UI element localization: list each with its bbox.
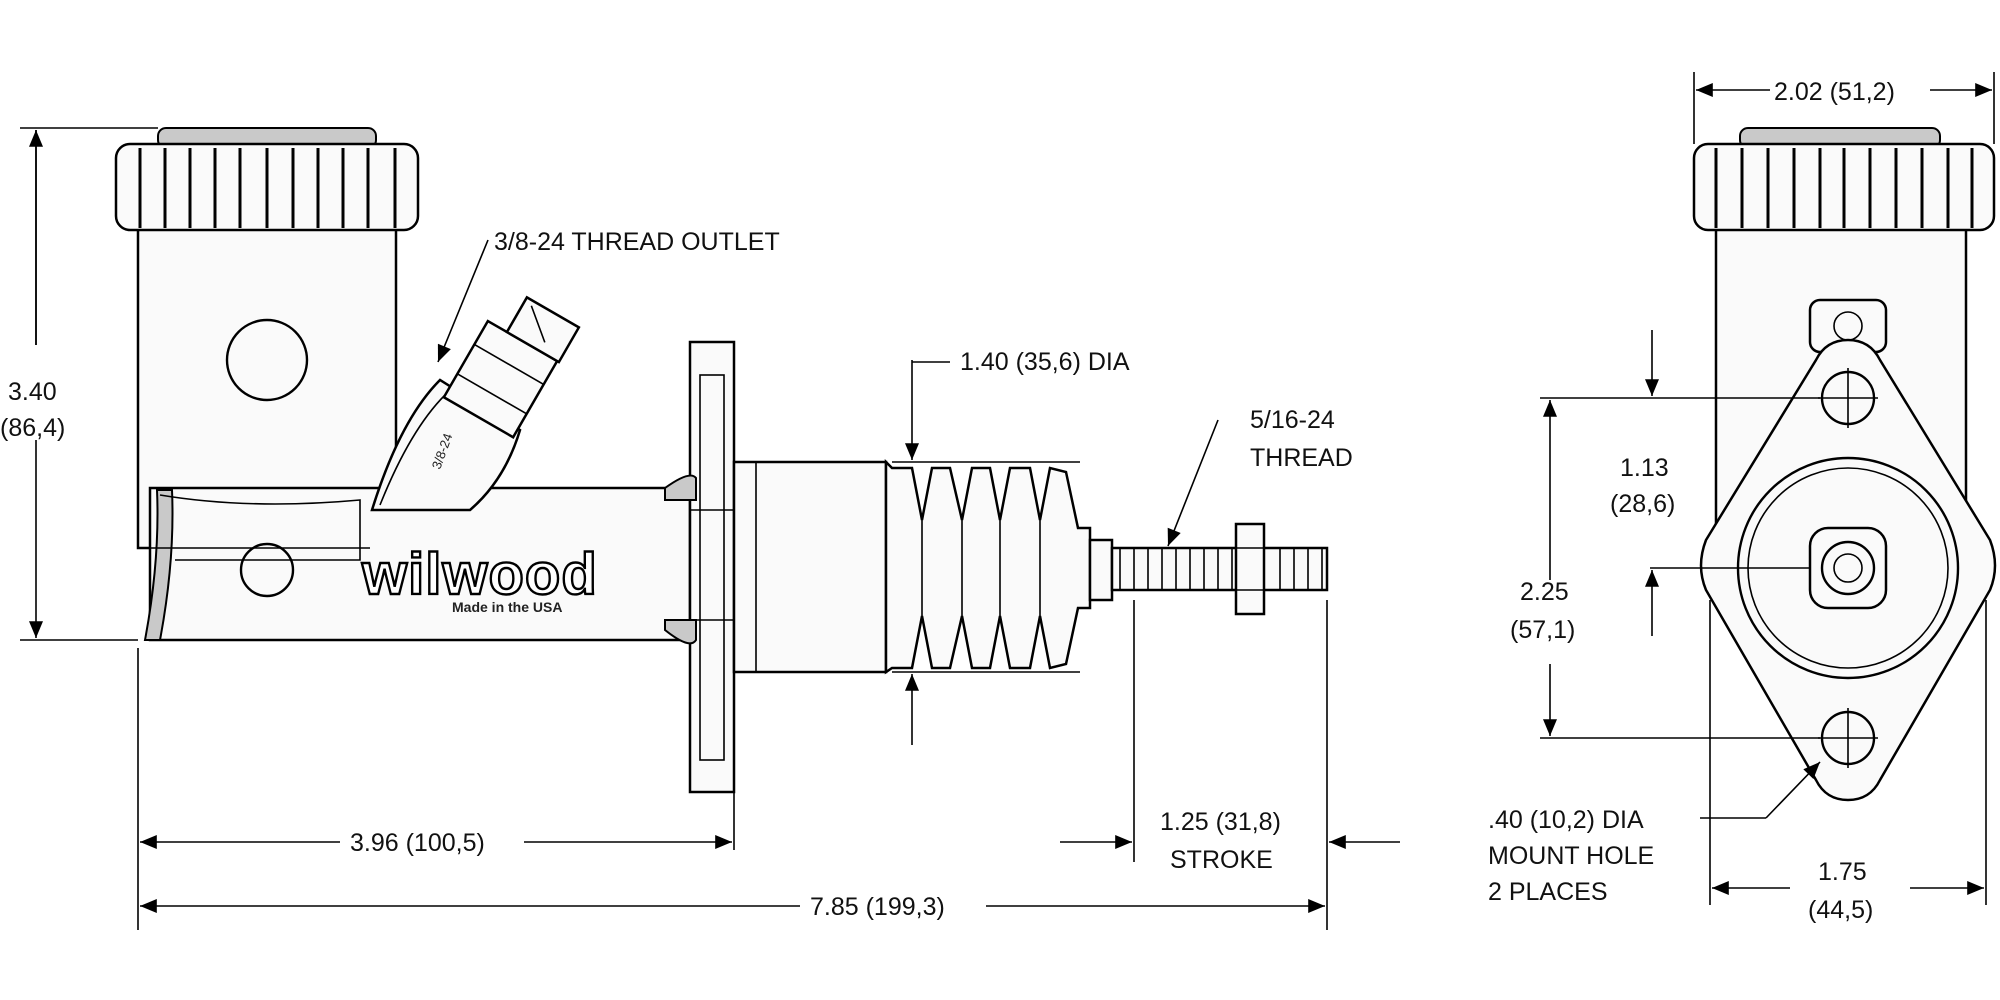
- bleeder-port: [239, 542, 295, 598]
- dim-overall-length: 7.85 (199,3): [810, 893, 945, 921]
- dim-mount-hole-1: .40 (10,2) DIA: [1488, 806, 1644, 834]
- dim-flange-length: 3.96 (100,5): [350, 829, 485, 857]
- side-dimensions: [20, 127, 1400, 930]
- reservoir-cap: [114, 127, 420, 232]
- brand-logo: wilwood: [361, 542, 598, 607]
- push-rod: [1088, 538, 1114, 602]
- dim-stroke-label: STROKE: [1170, 846, 1273, 874]
- dim-rod-thread-1: 5/16-24: [1250, 406, 1335, 434]
- dim-cap-width: 2.02 (51,2): [1774, 78, 1895, 106]
- dim-boot-dia: 1.40 (35,6) DIA: [960, 348, 1130, 376]
- dim-flange-width-in: 1.75: [1818, 858, 1867, 886]
- dim-mount-hole-2: MOUNT HOLE: [1488, 842, 1654, 870]
- dim-flange-width-mm: (44,5): [1808, 896, 1873, 924]
- jam-nut: [1234, 522, 1266, 616]
- end-dimensions: [1540, 72, 1995, 905]
- dim-height-in: 3.40: [8, 378, 57, 406]
- piston-housing: [732, 460, 888, 674]
- dim-rod-thread-2: THREAD: [1250, 444, 1353, 472]
- dim-offset-mm: (28,6): [1610, 490, 1675, 518]
- dim-hole-spacing-in: 2.25: [1520, 578, 1569, 606]
- dim-mount-hole-3: 2 PLACES: [1488, 878, 1608, 906]
- made-in-text: Made in the USA: [452, 599, 562, 615]
- side-view: 3/8-24 wilwood Made in the USA: [0, 127, 1400, 930]
- end-reservoir-cap: [1692, 127, 1996, 232]
- dim-stroke-value: 1.25 (31,8): [1160, 808, 1281, 836]
- dim-outlet-thread: 3/8-24 THREAD OUTLET: [494, 228, 780, 256]
- reservoir-port: [225, 318, 309, 402]
- dust-boot: [884, 458, 1092, 675]
- dim-height-mm: (86,4): [0, 414, 65, 442]
- outlet-fitting: [442, 295, 581, 439]
- dim-offset-in: 1.13: [1620, 454, 1669, 482]
- dim-hole-spacing-mm: (57,1): [1510, 616, 1575, 644]
- end-view: 2.02 (51,2) 1.13 (28,6) 2.25 (57,1) .40 …: [1488, 72, 1997, 924]
